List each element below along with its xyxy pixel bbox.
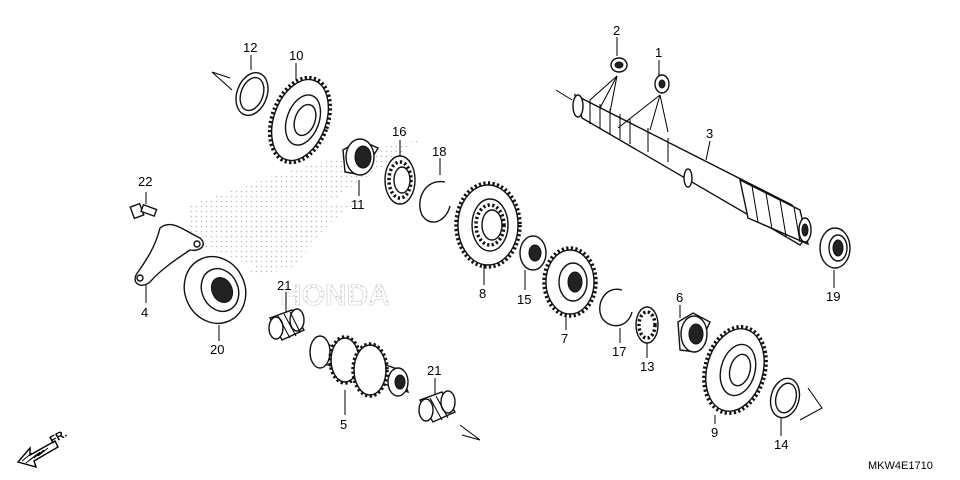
callout-4: 4 [141, 305, 148, 320]
callout-16: 16 [392, 124, 406, 139]
mainshaft [572, 93, 812, 246]
callout-5: 5 [340, 417, 347, 432]
washer-13 [635, 306, 659, 344]
front-direction-arrow: FR. [16, 428, 69, 469]
callout-15: 15 [517, 292, 531, 307]
leader-lines [145, 37, 835, 441]
callout-21-right: 21 [427, 363, 441, 378]
washer-16 [384, 155, 416, 205]
collar-1 [654, 74, 670, 94]
callout-18: 18 [432, 144, 446, 159]
callout-11: 11 [351, 197, 365, 212]
callout-2: 2 [613, 23, 620, 38]
callout-17: 17 [612, 344, 626, 359]
callout-14: 14 [774, 437, 788, 452]
honda-watermark-text: HONDA [280, 279, 390, 312]
callout-6: 6 [676, 290, 683, 305]
bolt-22 [129, 202, 158, 220]
bushing-11 [342, 138, 380, 176]
callout-3: 3 [706, 126, 713, 141]
washer-15 [519, 235, 547, 271]
callout-19: 19 [826, 289, 840, 304]
gear-10 [267, 75, 333, 165]
gear-7 [542, 246, 598, 318]
stopper-plate-4 [134, 223, 204, 286]
bearing-19 [819, 227, 851, 269]
bearing-20 [183, 255, 247, 325]
callout-20: 20 [210, 342, 224, 357]
bushing-6 [677, 312, 711, 353]
callout-9: 9 [711, 425, 718, 440]
fr-label: FR. [48, 428, 69, 447]
callout-labels: 1 2 3 4 5 6 7 8 9 10 11 12 13 14 15 16 1… [138, 23, 840, 452]
callout-22: 22 [138, 174, 152, 189]
callout-8: 8 [479, 286, 486, 301]
snap-ring-17 [599, 288, 633, 327]
callout-21-left: 21 [277, 278, 291, 293]
needle-bearing-21-left [268, 308, 306, 341]
gear-9 [702, 325, 768, 415]
countershaft-5 [309, 335, 410, 398]
needle-bearing-21-right [418, 390, 457, 423]
callout-1: 1 [655, 45, 662, 60]
gear-8 [454, 181, 522, 269]
washer-14 [769, 377, 801, 419]
callout-12: 12 [243, 40, 257, 55]
callout-13: 13 [640, 359, 654, 374]
drawing-code: MKW4E1710 [868, 460, 933, 472]
callout-7: 7 [561, 331, 568, 346]
snap-ring-18 [419, 180, 451, 223]
washer-12 [235, 71, 269, 117]
collar-2 [610, 57, 628, 73]
callout-10: 10 [289, 48, 303, 63]
